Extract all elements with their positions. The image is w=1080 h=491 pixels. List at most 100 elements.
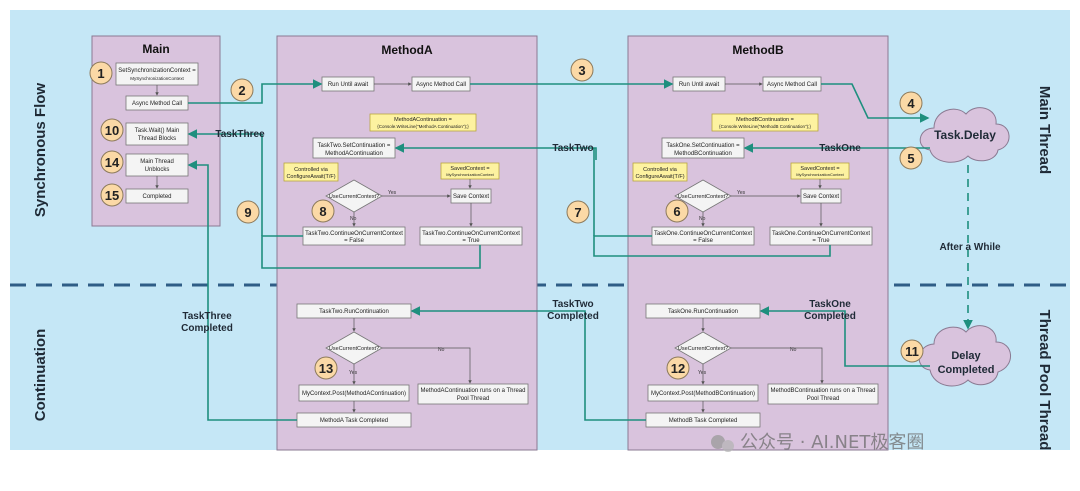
method-b-set-continuation-box: TaskOne.SetContinuation = MethodBContinu… [661,137,745,159]
svg-text:Async Method Call: Async Method Call [767,82,817,88]
method-a-cont-no-label: No [438,347,445,353]
svg-text:MethodBContinuation runs on a: MethodBContinuation runs on a Thread [771,388,876,394]
method-b-cont-no-label: No [790,347,797,353]
task-two-completed-label-1: TaskTwo [552,299,593,310]
method-b-run-continuation-box: TaskOne.RunContinuation [645,303,761,319]
svg-text:= True: = True [462,238,480,244]
svg-text:TaskOne.ContinueOnCurrentConte: TaskOne.ContinueOnCurrentContext [654,231,752,237]
svg-text:TaskTwo.SetContinuation =: TaskTwo.SetContinuation = [318,143,391,149]
method-a-continuation-note: MethodAContinuation = {Console.WriteLine… [369,113,477,132]
svg-text:UseCurrentContext?: UseCurrentContext? [329,194,379,200]
method-a-yes-label: Yes [388,190,397,196]
svg-text:Async Method Call: Async Method Call [416,82,466,88]
method-a-no-label: No [350,216,357,222]
task-delay-cloud: Task.Delay [919,107,1010,163]
svg-text:TaskTwo.ContinueOnCurrentConte: TaskTwo.ContinueOnCurrentContext [422,231,520,237]
svg-text:11: 11 [905,344,919,359]
svg-text:6: 6 [673,204,680,219]
main-frame-title: Main [142,42,169,56]
svg-text:= False: = False [693,238,714,244]
main-thread-unblocks-box: Main Thread Unblocks [125,153,189,177]
task-two-completed-label-2: Completed [547,311,599,322]
task-two-label: TaskTwo [552,143,593,154]
method-a-async-method-call-box: Async Method Call [411,76,471,92]
step-badge-12: 12 [666,356,690,380]
svg-text:15: 15 [105,188,119,203]
svg-text:MyContext.Post(MethodAContinua: MyContext.Post(MethodAContinuation) [302,391,406,397]
svg-text:公众号 · AI.NET极客圈: 公众号 · AI.NET极客圈 [740,432,924,453]
connector-delay-completed [759,306,930,367]
connector-task-two-return [394,143,597,160]
svg-text:Controlled via: Controlled via [643,167,678,173]
wechat-watermark: 公众号 · AI.NET极客圈 [711,432,924,453]
svg-text:8: 8 [319,204,326,219]
svg-text:MethodAContinuation =: MethodAContinuation = [394,117,452,123]
main-thread-label: Main Thread [1036,86,1053,174]
method-b-save-context-box: Save Context [800,188,842,204]
svg-text:{Console.WriteLine("MethodA Co: {Console.WriteLine("MethodA Continuation… [377,124,469,129]
task-three-completed-label-2: Completed [181,323,233,334]
method-a-post-box: MyContext.Post(MethodAContinuation) [298,384,410,402]
svg-text:ConfigureAwait(T/F): ConfigureAwait(T/F) [635,174,684,180]
svg-text:UseCurrentContext?: UseCurrentContext? [678,194,728,200]
svg-text:13: 13 [319,361,333,376]
method-b-saved-context-note: SavedContext = MySynchronizationContext [790,162,850,180]
svg-text:TaskOne.ContinueOnCurrentConte: TaskOne.ContinueOnCurrentContext [772,231,870,237]
set-sync-context-box: SetSynchronizationContext = MySynchroniz… [115,62,199,86]
svg-text:MyContext.Post(MethodBContinua: MyContext.Post(MethodBContinuation) [651,391,755,397]
svg-text:12: 12 [671,361,685,376]
svg-text:9: 9 [244,205,251,220]
continuation-label: Continuation [32,329,49,421]
step-badge-1: 1 [89,61,113,85]
svg-text:MySynchronizationContext: MySynchronizationContext [796,172,844,177]
main-completed-box: Completed [125,188,189,204]
method-a-saved-context-note: SavedContext = MySynchronizationContext [440,162,500,180]
synchronous-flow-label: Synchronous Flow [32,83,49,218]
method-b-no-label: No [699,216,706,222]
svg-text:TaskOne.RunContinuation: TaskOne.RunContinuation [668,309,738,315]
method-b-threadpool-box: MethodBContinuation runs on a Thread Poo… [767,383,879,405]
svg-text:Controlled via: Controlled via [294,167,329,173]
step-badge-8: 8 [311,199,335,223]
method-b-run-until-await-box: Run Until await [672,76,726,92]
after-a-while-label: After a While [939,242,1001,253]
method-a-continue-true-box: TaskTwo.ContinueOnCurrentContext = True [419,226,523,246]
svg-text:SavedContext =: SavedContext = [450,166,489,172]
task-one-completed-label-1: TaskOne [809,299,851,310]
svg-text:TaskTwo.ContinueOnCurrentConte: TaskTwo.ContinueOnCurrentContext [305,231,403,237]
step-badge-6: 6 [665,199,689,223]
svg-text:Task.Delay: Task.Delay [934,128,996,142]
method-b-post-box: MyContext.Post(MethodBContinuation) [647,384,759,402]
method-a-threadpool-box: MethodAContinuation runs on a Thread Poo… [417,383,529,405]
svg-text:2: 2 [238,83,245,98]
svg-text:Completed: Completed [142,194,171,200]
connector-task-two-completed [410,306,646,421]
method-a-save-context-box: Save Context [450,188,492,204]
svg-text:MethodBContinuation =: MethodBContinuation = [736,117,794,123]
main-async-method-call-box: Async Method Call [125,95,189,111]
svg-text:Save Context: Save Context [803,194,839,200]
svg-text:MethodAContinuation: MethodAContinuation [325,151,383,157]
method-b-controlled-note: Controlled via ConfigureAwait(T/F) [632,162,688,182]
svg-text:Thread Blocks: Thread Blocks [138,136,176,142]
svg-text:Completed: Completed [938,364,995,376]
svg-text:Run Until await: Run Until await [679,82,720,88]
method-a-title: MethodA [381,43,433,57]
method-a-continue-false-box: TaskTwo.ContinueOnCurrentContext = False [302,226,406,246]
connector-task-three-completed [187,160,297,421]
method-a-controlled-note: Controlled via ConfigureAwait(T/F) [283,162,339,182]
method-b-cont-yes-label: Yes [698,370,707,376]
svg-text:10: 10 [105,123,119,138]
svg-text:Main Thread: Main Thread [140,159,174,165]
method-b-task-completed-box: MethodB Task Completed [645,412,761,428]
step-badge-5: 5 [899,146,923,170]
connector-method-b-continue-return [593,235,831,257]
method-a-run-until-await-box: Run Until await [321,76,375,92]
step-badge-9: 9 [236,200,260,224]
task-three-completed-label-1: TaskThree [182,311,232,322]
svg-text:SavedContext =: SavedContext = [800,166,839,172]
step-badge-4: 4 [899,91,923,115]
method-b-continue-false-box: TaskOne.ContinueOnCurrentContext = False [651,226,755,246]
